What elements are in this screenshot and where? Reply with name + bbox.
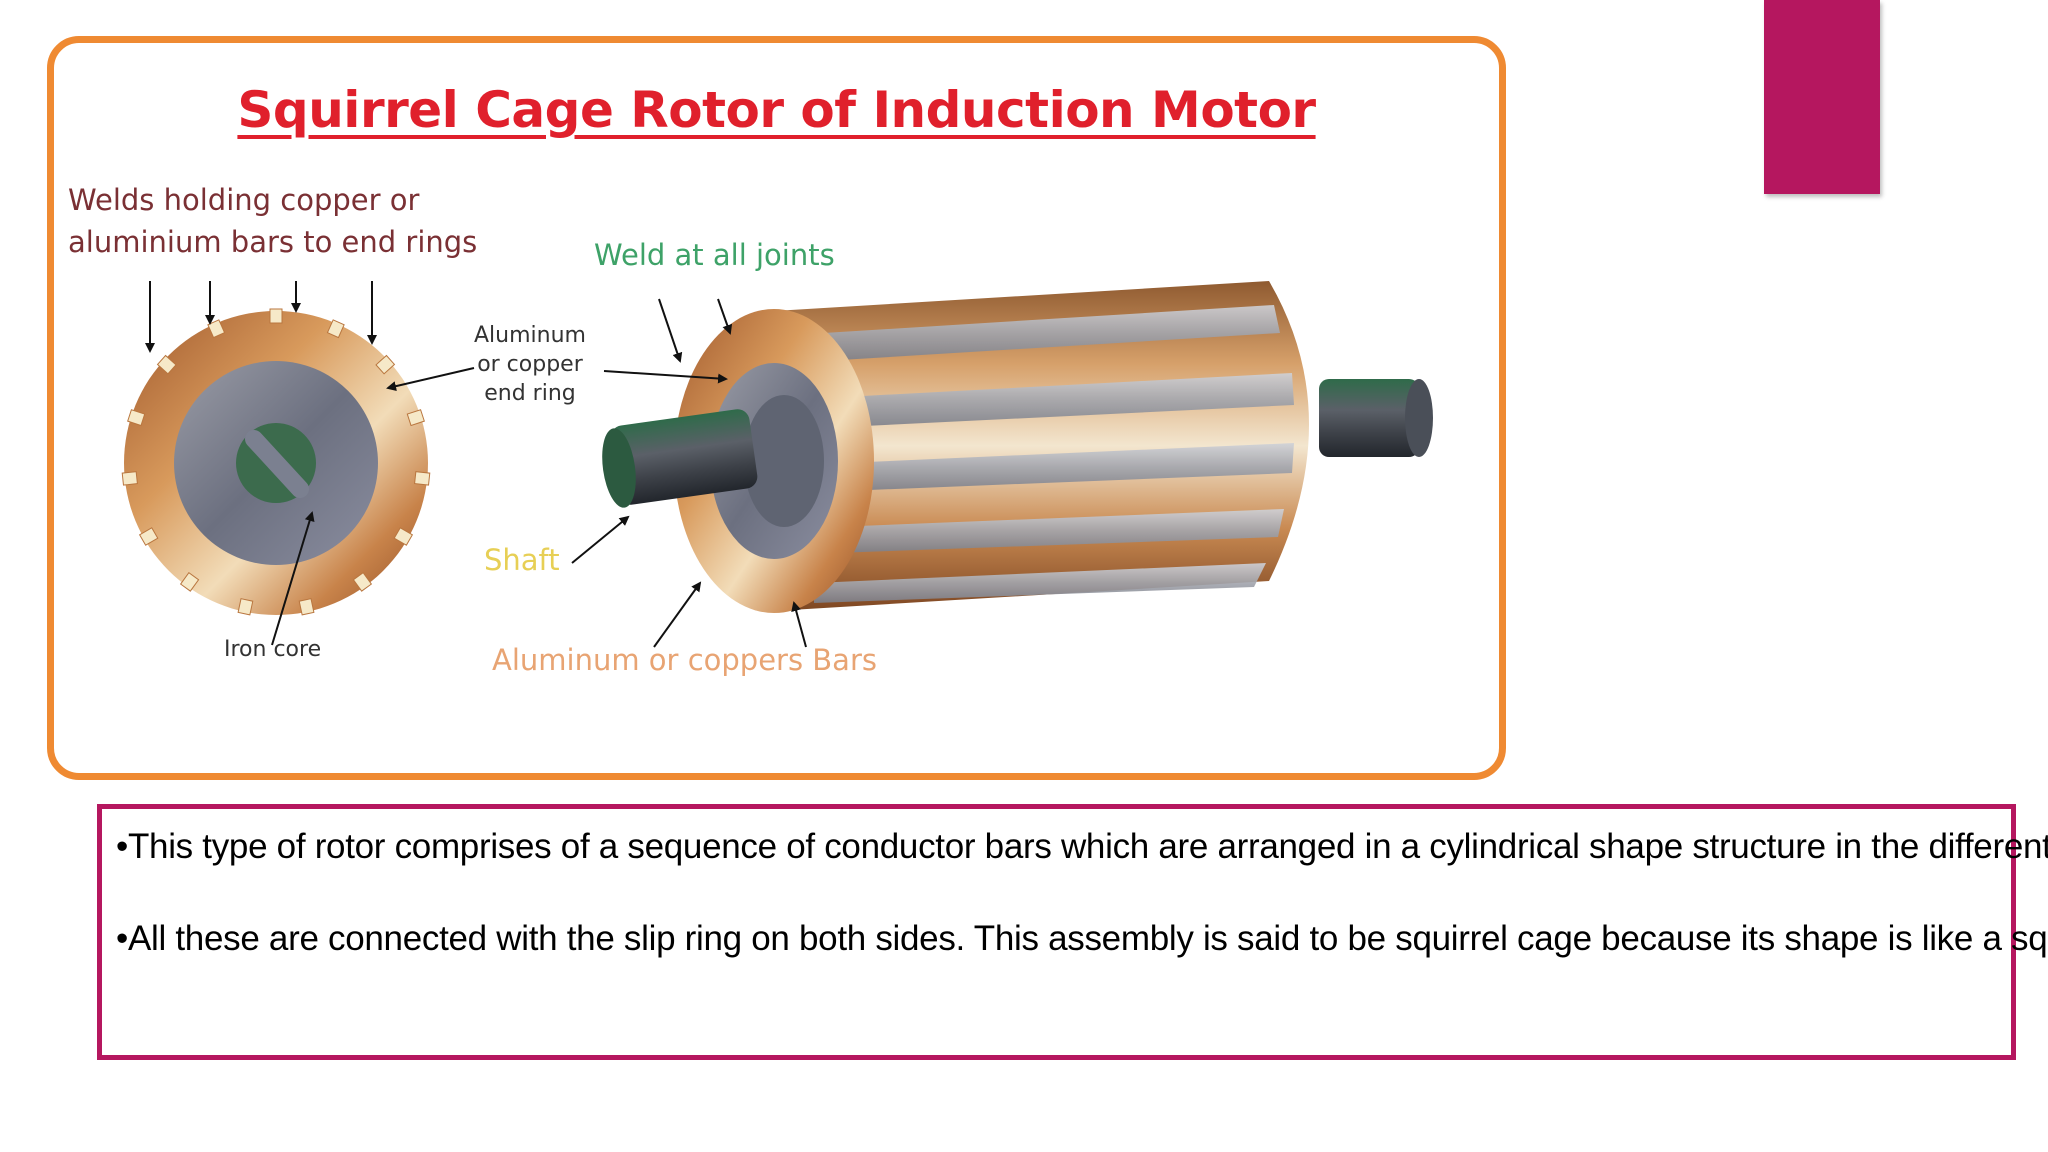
- figure-title: Squirrel Cage Rotor of Induction Motor: [237, 81, 1316, 139]
- end-ring-label: Aluminum or copper end ring: [474, 321, 586, 408]
- iron-core-label: Iron core: [224, 637, 322, 662]
- bullet-squirrel-cage: •All these are connected with the slip r…: [116, 919, 2048, 958]
- welds-label-line2: aluminium bars to end rings: [68, 225, 478, 259]
- rotor-figure: Squirrel Cage Rotor of Induction Motor: [47, 36, 1506, 780]
- end-ring-label-line1: Aluminum: [474, 323, 586, 348]
- bullet-rotor-structure: •This type of rotor comprises of a seque…: [116, 827, 2048, 866]
- leader-arrows: [145, 281, 807, 648]
- welds-label-line1: Welds holding copper or: [68, 183, 420, 217]
- welds-label: Welds holding copper or aluminium bars t…: [68, 179, 477, 263]
- accent-tab: [1764, 0, 1880, 194]
- end-ring-label-line3: end ring: [484, 381, 576, 406]
- end-view-rotor: [121, 308, 431, 616]
- main-rotor: [602, 281, 1433, 613]
- end-ring-label-line2: or copper: [477, 352, 583, 377]
- rotor-diagram: [121, 281, 1433, 648]
- bars-label: Aluminum or coppers Bars: [492, 643, 877, 677]
- shaft-label: Shaft: [484, 543, 560, 577]
- weld-joints-label: Weld at all joints: [594, 238, 835, 272]
- description-box: •This type of rotor comprises of a seque…: [97, 804, 2048, 1060]
